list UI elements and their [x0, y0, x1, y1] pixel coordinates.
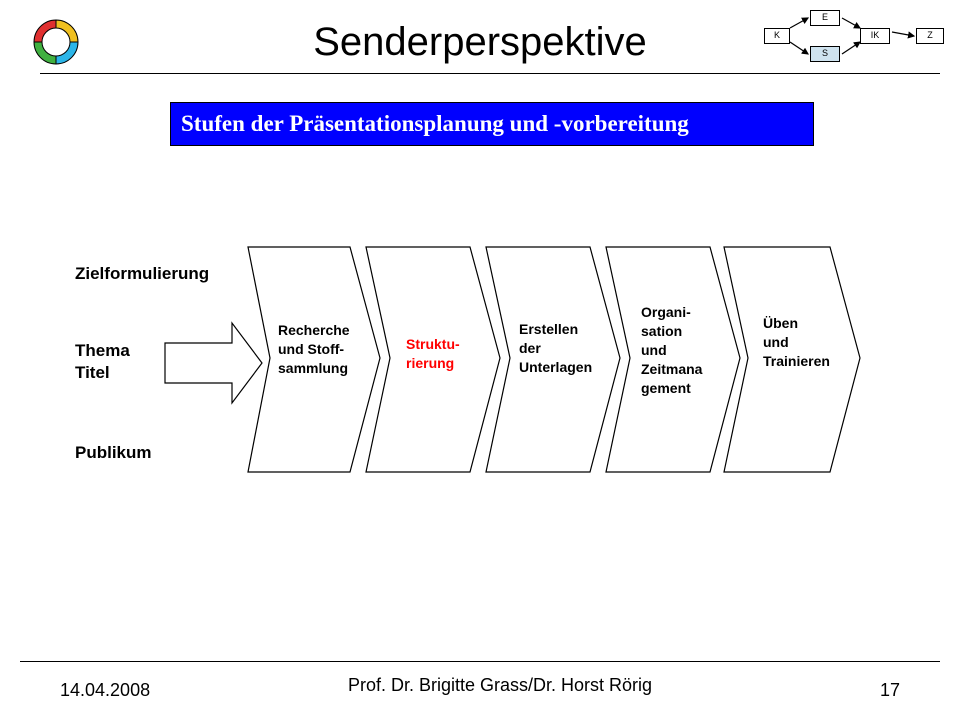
- step-line: Recherche: [278, 322, 350, 338]
- step-3-text: Erstellen der Unterlagen: [519, 320, 592, 377]
- label-publikum: Publikum: [75, 443, 152, 462]
- step-2-text: Struktu- rierung: [406, 335, 460, 373]
- process-mini-diagram: E K S IK Z: [760, 6, 950, 72]
- mini-diagram-arrows: [789, 17, 916, 55]
- cycle-logo-icon: [33, 19, 79, 65]
- mini-box-k: K: [764, 28, 790, 44]
- label-thema: Thema: [75, 341, 130, 360]
- footer-page-number: 17: [880, 680, 901, 700]
- step-line: gement: [641, 380, 691, 396]
- step-line: der: [519, 340, 541, 356]
- footer-divider: [20, 661, 940, 662]
- step-1-text: Recherche und Stoff- sammlung: [278, 321, 350, 378]
- step-line: rierung: [406, 355, 455, 371]
- step-line: Üben: [763, 315, 798, 331]
- label-thema-titel: Thema Titel: [75, 340, 130, 384]
- header-divider: [40, 73, 940, 74]
- step-line: sation: [641, 323, 683, 339]
- footer-authors: Prof. Dr. Brigitte Grass/Dr. Horst Rörig: [347, 675, 653, 695]
- mini-box-z: Z: [916, 28, 944, 44]
- slide-title: Senderperspektive: [313, 20, 647, 64]
- step-line: Erstellen: [519, 321, 579, 337]
- input-arrow: [164, 321, 263, 405]
- step-line: Unterlagen: [519, 359, 593, 375]
- mini-box-ik: IK: [860, 28, 890, 44]
- step-line: Trainieren: [763, 353, 830, 369]
- mini-box-s: S: [810, 46, 840, 62]
- step-5-text: Üben und Trainieren: [763, 314, 830, 371]
- label-zielformulierung: Zielformulierung: [75, 264, 210, 283]
- step-line: sammlung: [278, 360, 349, 376]
- section-banner: Stufen der Präsentationsplanung und -vor…: [170, 102, 814, 146]
- step-line: Organi-: [641, 304, 691, 320]
- label-titel: Titel: [75, 363, 110, 382]
- step-line: und: [641, 342, 667, 358]
- step-line: und Stoff-: [278, 341, 345, 357]
- step-line: Struktu-: [406, 336, 460, 352]
- mini-box-e: E: [810, 10, 840, 26]
- step-line: und: [763, 334, 789, 350]
- step-line: Zeitmana: [641, 361, 703, 377]
- step-4-text: Organi- sation und Zeitmana gement: [641, 303, 702, 398]
- footer-date: 14.04.2008: [60, 680, 151, 700]
